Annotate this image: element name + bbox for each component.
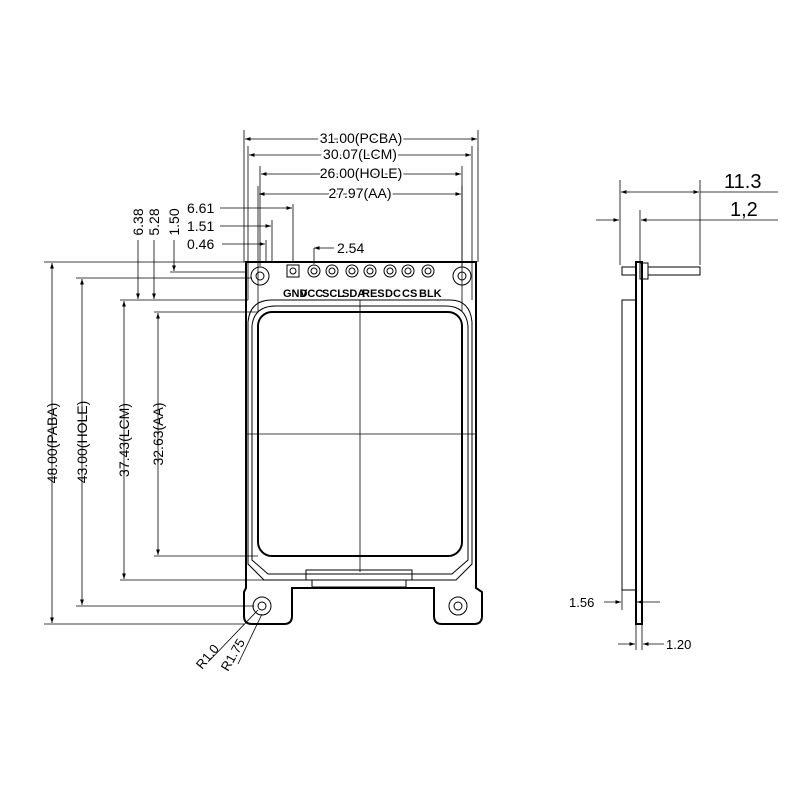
fpc-connector-body: [311, 579, 407, 588]
dim-151-label: 1.51: [187, 218, 214, 234]
dim-lcm-height-label: 37.43(LCM): [116, 403, 132, 477]
pin-label-gnd: GND: [283, 288, 308, 300]
pcb-outline: [243, 261, 483, 625]
dim-side-113-label: 11.3: [724, 171, 761, 193]
dim-pcba-width-label: 31.00(PCBA): [320, 130, 402, 146]
pin-label-scl: SCL: [322, 288, 344, 300]
dim-hole-height-label: 43.00(HOLE): [74, 401, 90, 483]
lcm-inner-bezel: [251, 305, 469, 575]
side-view: 11.3 1,2 1.56 1.20: [569, 171, 778, 652]
dim-528-label: 5.28: [146, 208, 162, 235]
dim-pin-pitch-label: 2.54: [337, 240, 364, 256]
mounting-hole-bottom-right: [448, 596, 468, 616]
side-pcb: [635, 261, 643, 625]
pin-label-vcc: VCC: [300, 288, 323, 300]
side-lcm-body: [621, 299, 637, 591]
dim-lcm-width-label: 30.07(LCM): [323, 146, 397, 162]
dim-661-label: 6.61: [187, 200, 214, 216]
pin-label-res: RES: [362, 288, 385, 300]
dim-side-156-label: 1.56: [569, 595, 594, 610]
dim-side-120-label: 1.20: [666, 637, 691, 652]
side-pin-stub: [621, 266, 637, 276]
dim-638-label: 6.38: [130, 208, 146, 235]
front-view: GND VCC SCL SDA RES DC CS BLK 31.00(PCBA…: [44, 128, 483, 674]
radius-inner-label: R1.0: [193, 641, 222, 672]
dim-paba-height-label: 48.00(PABA): [44, 403, 60, 484]
dim-side-12-label: 1,2: [730, 199, 758, 221]
dim-150-label: 1.50: [166, 208, 182, 235]
fpc-connector: [305, 569, 413, 581]
pin-label-blk: BLK: [419, 288, 442, 300]
dim-aa-width-label: 27.97(AA): [328, 185, 391, 201]
pin-label-dc: DC: [385, 288, 401, 300]
mounting-hole-top-left: [250, 266, 270, 286]
pin-label-cs: CS: [402, 288, 417, 300]
pin-header: [286, 264, 435, 278]
pin-label-sda: SDA: [342, 288, 365, 300]
dim-046-label: 0.46: [187, 236, 214, 252]
side-pin: [647, 266, 701, 276]
dim-hole-pitch-label: 26.00(HOLE): [320, 165, 402, 181]
radius-outer-label: R1.75: [218, 636, 248, 674]
lcm-outline: [247, 299, 473, 581]
dim-aa-height-label: 32.63(AA): [150, 402, 166, 465]
